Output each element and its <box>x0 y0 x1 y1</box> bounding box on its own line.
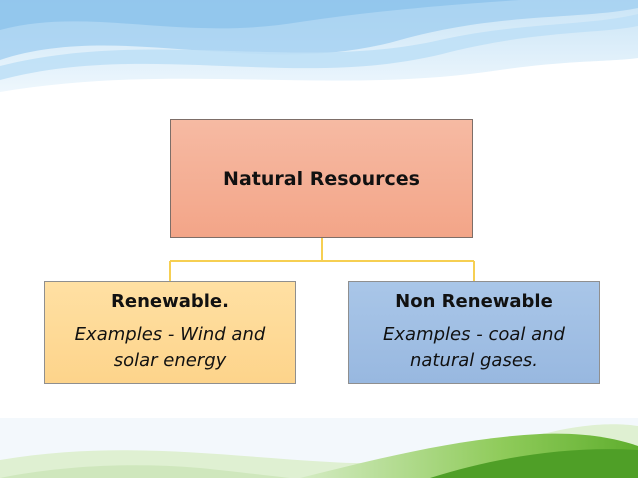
bottom-hills-decoration <box>0 418 638 478</box>
non-renewable-node-title: Non Renewable <box>395 291 553 312</box>
renewable-node-title: Renewable. <box>111 291 229 312</box>
non-renewable-node-description: Examples - coal and natural gases. <box>383 324 565 371</box>
root-node-natural-resources: Natural Resources <box>170 119 473 238</box>
non-renewable-node: Non Renewable Examples - coal and natura… <box>348 281 600 384</box>
renewable-node-description: Examples - Wind and solar energy <box>74 324 266 371</box>
root-node-label: Natural Resources <box>223 167 420 190</box>
top-wave-decoration <box>0 0 638 92</box>
renewable-node: Renewable. Examples - Wind and solar ene… <box>44 281 296 384</box>
